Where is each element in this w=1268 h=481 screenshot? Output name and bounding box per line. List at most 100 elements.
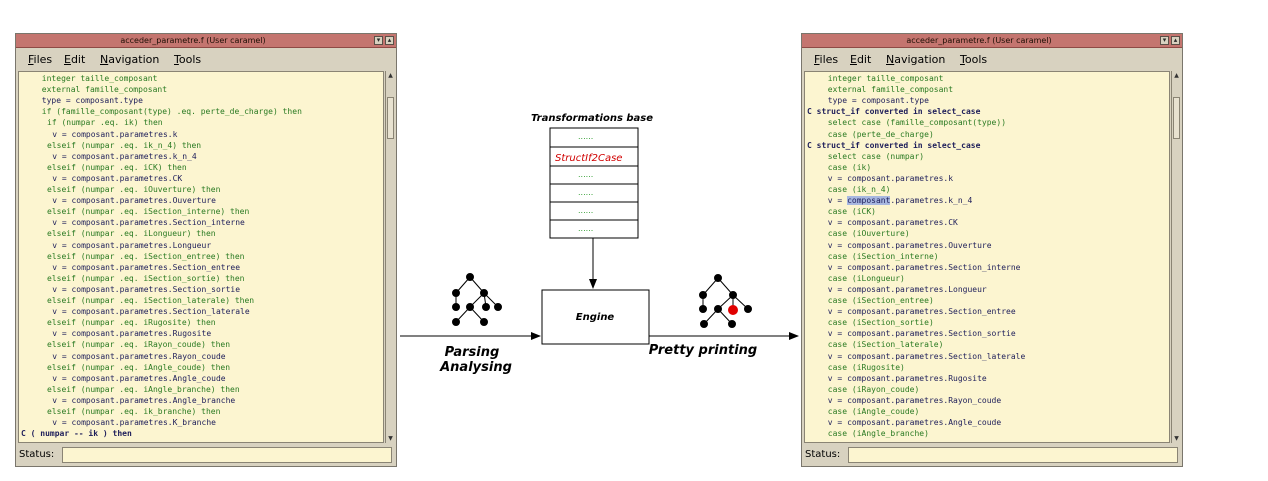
code-line[interactable]: v = composant.parametres.Angle_branche <box>52 395 236 405</box>
code-line[interactable]: v = composant.parametres.Section_lateral… <box>52 307 250 317</box>
code-line[interactable]: elseif (numpar .eq. iSection_sortie) the… <box>47 273 245 283</box>
minimize-button[interactable]: ▾ <box>374 36 383 45</box>
code-line[interactable]: case (iRugosite) <box>827 362 905 372</box>
code-line[interactable]: v = composant.parametres.Rugosite <box>827 373 987 383</box>
code-line[interactable]: if (numpar .eq. ik) then <box>47 118 163 128</box>
code-line[interactable]: elseif (numpar .eq. iOuverture) then <box>47 185 221 194</box>
code-line[interactable]: case (ik_n_4) <box>827 185 891 194</box>
code-line[interactable]: elseif (numpar .eq. iCK) then <box>47 162 187 172</box>
code-line[interactable]: v = composant.parametres.CK <box>52 173 183 183</box>
code-line[interactable]: v = composant.parametres.k_n_4 <box>52 151 197 161</box>
code-line[interactable]: case (ik) <box>827 162 872 172</box>
result-editor-window: acceder_parametre.f (User caramel) ▾ ▴ F… <box>801 33 1183 467</box>
code-line[interactable]: select case (famille_composant(type)) <box>827 118 1007 128</box>
code-editor[interactable]: integer taille_composant external famille… <box>804 71 1170 443</box>
menu-navigation[interactable]: Navigation <box>886 53 946 66</box>
code-line[interactable]: case (iRayon_coude) <box>827 384 920 394</box>
code-line[interactable]: elseif (numpar .eq. ik_n_4) then <box>47 140 202 150</box>
code-line[interactable]: case (iSection_sortie) <box>827 318 934 328</box>
code-line[interactable]: elseif (numpar .eq. iAngle_coude) then <box>47 362 231 372</box>
menu-files[interactable]: Files <box>28 53 53 66</box>
code-line[interactable]: v = composant.parametres.Longueur <box>52 240 212 250</box>
code-line[interactable]: elseif (numpar .eq. iRayon_coude) then <box>47 340 231 350</box>
code-line[interactable]: elseif (numpar .eq. ik_branche) then <box>47 407 221 416</box>
transformations-base-table: ...... StructIf2Case ...... ...... .....… <box>549 127 639 239</box>
base-row-structif2case: StructIf2Case <box>555 153 622 164</box>
minimize-button[interactable]: ▾ <box>1160 36 1169 45</box>
code-line[interactable]: case (iSection_laterale) <box>827 340 944 350</box>
window-titlebar[interactable]: acceder_parametre.f (User caramel) ▾ ▴ <box>16 34 396 48</box>
window-title: acceder_parametre.f (User caramel) <box>906 36 1052 45</box>
code-line[interactable]: case (iCK) <box>827 207 876 217</box>
menu-navigation[interactable]: Navigation <box>100 53 160 66</box>
code-line[interactable]: v = composant.parametres.Ouverture <box>52 196 216 206</box>
code-line[interactable]: type = composant.type <box>41 96 143 106</box>
code-line[interactable]: case (perte_de_charge) <box>827 129 934 139</box>
window-titlebar[interactable]: acceder_parametre.f (User caramel) ▾ ▴ <box>802 34 1182 48</box>
code-line[interactable]: external famille_composant <box>41 85 168 95</box>
menu-edit[interactable]: Edit <box>850 53 872 66</box>
code-line[interactable]: v = composant.parametres.Rayon_coude <box>52 351 226 361</box>
code-line[interactable]: v = composant.parametres.Section_entree <box>827 307 1016 317</box>
scroll-down-icon[interactable]: ▼ <box>1174 435 1179 442</box>
code-line[interactable]: v = composant.parametres.Angle_coude <box>827 418 1002 428</box>
code-line[interactable]: elseif (numpar .eq. iSection_laterale) t… <box>47 296 255 305</box>
code-line[interactable]: C struct_if converted in select_case <box>807 107 981 117</box>
scroll-up-icon[interactable]: ▲ <box>388 72 393 79</box>
code-line[interactable]: v = composant.parametres.k <box>52 129 178 139</box>
code-line[interactable]: v = composant.parametres.Section_interne <box>52 218 245 228</box>
tree-node <box>494 303 502 311</box>
base-row: ...... <box>578 224 593 233</box>
code-line[interactable]: v = composant.parametres.Section_interne <box>827 262 1021 272</box>
code-line[interactable]: v = composant.parametres.k <box>827 173 954 183</box>
code-line[interactable]: v = composant.parametres.Section_entree <box>52 262 241 272</box>
code-line[interactable]: case (iOuverture) <box>827 229 910 239</box>
code-line[interactable]: v = composant.parametres.Section_sortie <box>52 284 241 294</box>
scroll-thumb[interactable] <box>1173 97 1180 139</box>
code-line[interactable]: case (iSection_interne) <box>827 251 939 261</box>
code-line[interactable]: v = composant.parametres.Rayon_coude <box>827 395 1002 405</box>
vertical-scrollbar[interactable]: ▲ ▼ <box>385 71 395 443</box>
code-line[interactable]: v = composant.parametres.Section_sortie <box>827 329 1016 339</box>
pretty-printing-label: Pretty printing <box>649 343 757 358</box>
code-line[interactable]: case (iSection_entree) <box>827 296 934 305</box>
code-line[interactable]: v = composant.parametres.Ouverture <box>827 240 992 250</box>
code-line[interactable]: v = composant.parametres.CK <box>827 218 958 228</box>
base-row: ...... <box>578 188 593 197</box>
code-line[interactable]: elseif (numpar .eq. iAngle_branche) then <box>47 384 240 394</box>
scroll-thumb[interactable] <box>387 97 394 139</box>
code-line[interactable]: integer taille_composant <box>41 74 158 83</box>
code-line[interactable]: v = composant.parametres.Section_lateral… <box>827 351 1026 361</box>
code-line[interactable]: elseif (numpar .eq. iSection_entree) the… <box>47 251 245 261</box>
vertical-scrollbar[interactable]: ▲ ▼ <box>1171 71 1181 443</box>
code-line[interactable]: case (iLongueur) <box>827 273 905 283</box>
code-line[interactable]: case (iAngle_coude) <box>827 407 920 416</box>
code-line[interactable]: v = composant.parametres.K_branche <box>52 418 216 428</box>
code-line[interactable]: v = composant.parametres.Longueur <box>827 284 987 294</box>
tree-node <box>729 291 737 299</box>
code-line[interactable]: if (famille_composant(type) .eq. perte_d… <box>41 107 302 117</box>
maximize-button[interactable]: ▴ <box>385 36 394 45</box>
code-line[interactable]: select case (numpar) <box>827 151 925 161</box>
code-line[interactable]: case (iAngle_branche) <box>827 429 929 439</box>
code-line[interactable]: v = composant.parametres.Rugosite <box>52 329 212 339</box>
code-line[interactable]: elseif (numpar .eq. iLongueur) then <box>47 229 216 239</box>
code-line[interactable]: external famille_composant <box>827 85 954 95</box>
maximize-button[interactable]: ▴ <box>1171 36 1180 45</box>
menu-edit[interactable]: Edit <box>64 53 86 66</box>
scroll-up-icon[interactable]: ▲ <box>1174 72 1179 79</box>
menu-tools[interactable]: Tools <box>174 53 202 66</box>
code-line[interactable]: v = composant.parametres.k_n_4 <box>828 195 972 206</box>
scroll-down-icon[interactable]: ▼ <box>388 435 393 442</box>
code-line[interactable]: type = composant.type <box>827 96 929 106</box>
code-line[interactable]: elseif (numpar .eq. iRugosite) then <box>47 318 216 328</box>
menu-files[interactable]: Files <box>814 53 839 66</box>
menu-tools[interactable]: Tools <box>960 53 988 66</box>
code-line[interactable]: elseif (numpar .eq. iSection_interne) th… <box>47 207 250 217</box>
code-line[interactable]: C struct_if converted in select_case <box>807 140 981 150</box>
code-line[interactable]: integer taille_composant <box>827 74 944 83</box>
code-line[interactable]: C ( numpar -- ik ) then <box>21 429 132 439</box>
code-editor[interactable]: integer taille_composant external famille… <box>18 71 384 443</box>
code-line[interactable]: v = composant.parametres.Angle_coude <box>52 373 226 383</box>
